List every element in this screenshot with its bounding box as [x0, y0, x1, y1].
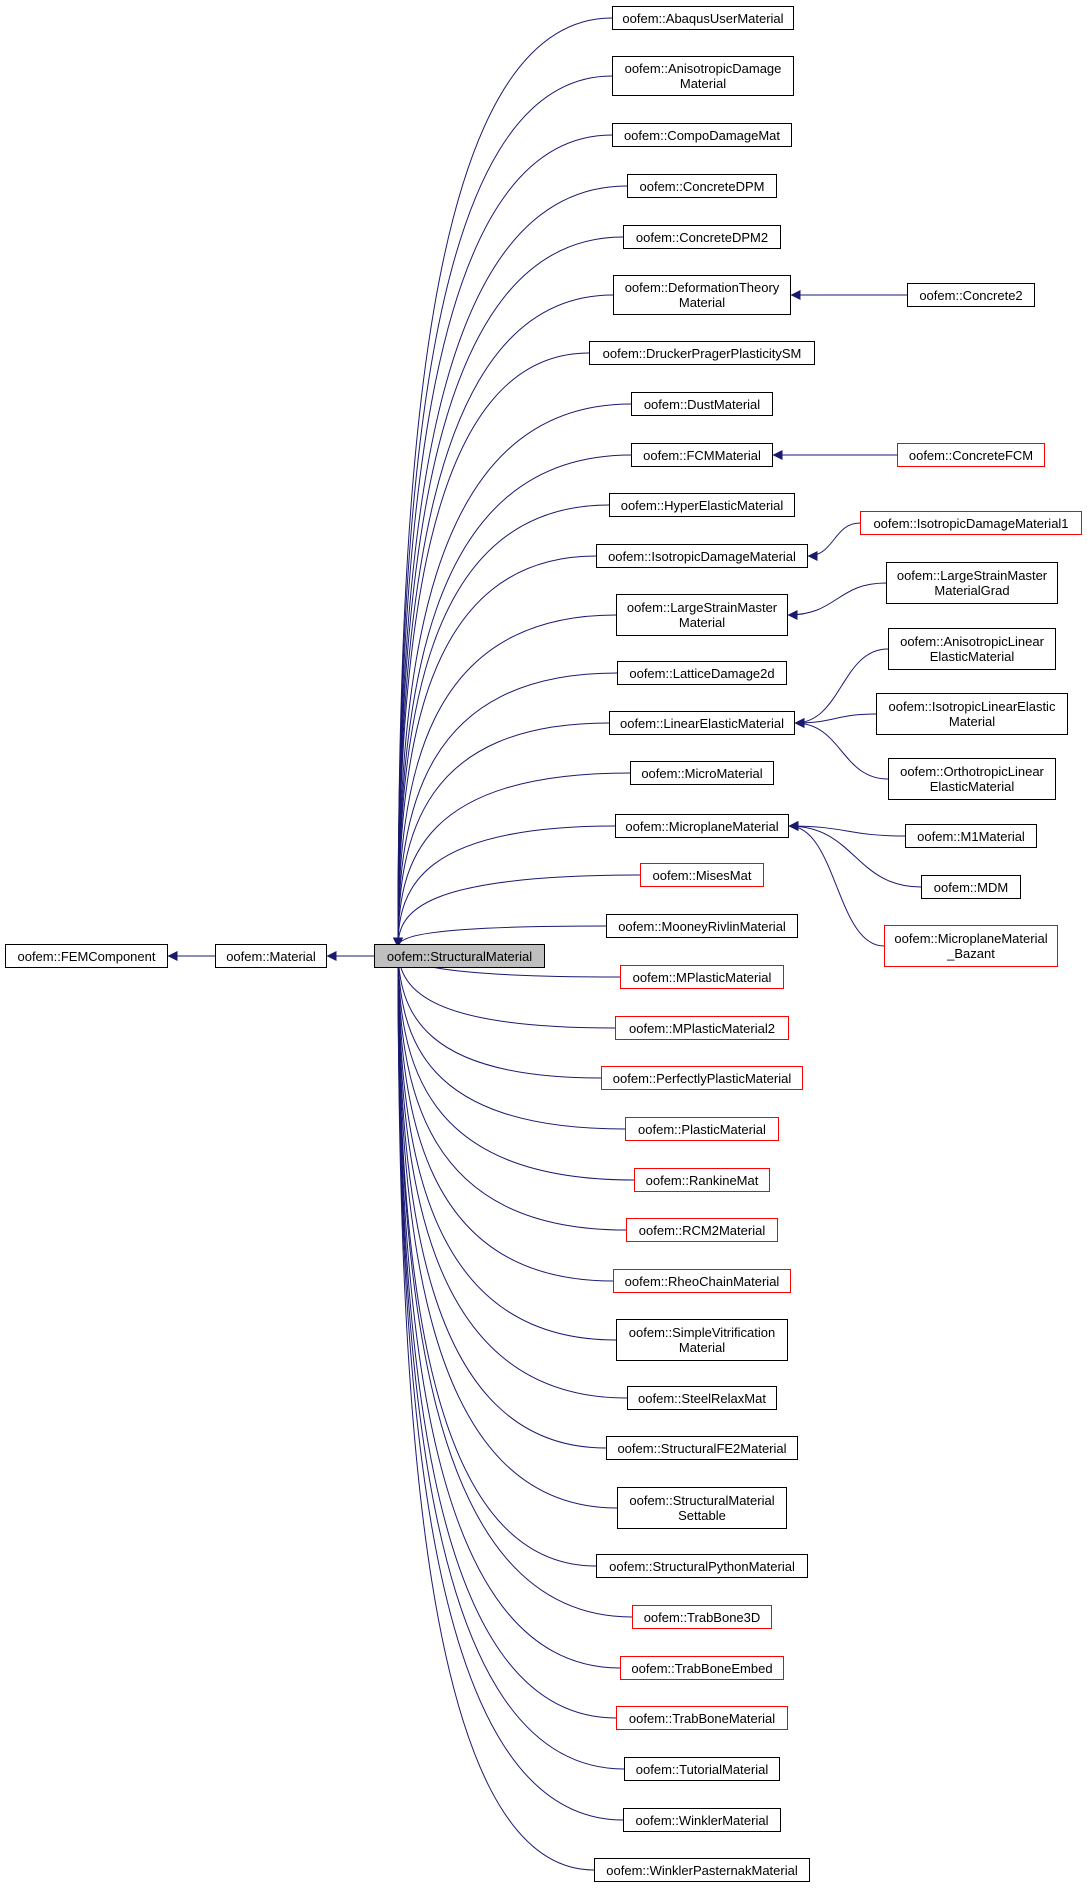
class-lattice-damage2d[interactable]: oofem::LatticeDamage2d [617, 661, 787, 685]
edge-perfectly-to-structural [393, 946, 602, 1079]
class-concrete-fcm[interactable]: oofem::ConcreteFCM [897, 443, 1045, 467]
class-mplastic-material2[interactable]: oofem::MPlasticMaterial2 [615, 1016, 789, 1040]
edge-micro-to-structural [393, 772, 631, 948]
class-tutorial-material[interactable]: oofem::TutorialMaterial [624, 1757, 780, 1781]
edge-trab3d-to-structural [393, 946, 633, 1618]
edge-mdm-to-microplane [788, 821, 922, 888]
class-structural-material-settable[interactable]: oofem::StructuralMaterial Settable [617, 1487, 787, 1529]
class-concrete-dpm2[interactable]: oofem::ConcreteDPM2 [623, 225, 781, 249]
class-rheo-chain-material[interactable]: oofem::RheoChainMaterial [613, 1269, 791, 1293]
edge-trabmat-to-structural [393, 946, 617, 1719]
edge-concretedpm-to-structural [393, 185, 628, 948]
class-winkler-pasternak-material[interactable]: oofem::WinklerPasternakMaterial [594, 1858, 810, 1882]
class-trab-bone-embed[interactable]: oofem::TrabBoneEmbed [620, 1656, 784, 1680]
edge-isolinear-to-linelastic [794, 713, 877, 728]
edge-python-to-structural [393, 946, 597, 1567]
class-deformation-theory-material[interactable]: oofem::DeformationTheory Material [613, 275, 791, 315]
class-anisotropic-linear-elastic-material[interactable]: oofem::AnisotropicLinear ElasticMaterial [888, 628, 1056, 670]
class-m1-material[interactable]: oofem::M1Material [905, 824, 1037, 848]
class-orthotropic-linear-elastic-material[interactable]: oofem::OrthotropicLinear ElasticMaterial [888, 758, 1056, 800]
class-isotropic-damage-material[interactable]: oofem::IsotropicDamageMaterial [596, 544, 808, 568]
class-perfectly-plastic-material[interactable]: oofem::PerfectlyPlasticMaterial [601, 1066, 803, 1090]
class-mooney-rivlin-material[interactable]: oofem::MooneyRivlinMaterial [606, 914, 798, 938]
edge-trabembed-to-structural [393, 946, 621, 1669]
edge-fcm-to-structural [393, 454, 632, 948]
class-concrete2[interactable]: oofem::Concrete2 [907, 283, 1035, 307]
edge-compodamage-to-structural [393, 134, 613, 948]
edge-mooney-to-structural [393, 925, 607, 948]
edge-m1-to-microplane [788, 821, 906, 837]
class-dust-material[interactable]: oofem::DustMaterial [631, 392, 773, 416]
class-concrete-dpm[interactable]: oofem::ConcreteDPM [627, 174, 777, 198]
class-anisotropic-damage-material[interactable]: oofem::AnisotropicDamage Material [612, 56, 794, 96]
edge-plastic-to-structural [393, 946, 626, 1130]
class-abaqus-user-material[interactable]: oofem::AbaqusUserMaterial [612, 6, 794, 30]
edge-winklerpast-to-structural [393, 946, 595, 1871]
class-micro-material[interactable]: oofem::MicroMaterial [630, 761, 774, 785]
edge-isodamage-to-structural [393, 555, 597, 948]
class-winkler-material[interactable]: oofem::WinklerMaterial [623, 1808, 781, 1832]
edge-hyper-to-structural [393, 504, 610, 948]
class-femcomponent[interactable]: oofem::FEMComponent [5, 944, 168, 968]
class-isotropic-linear-elastic-material[interactable]: oofem::IsotropicLinearElastic Material [876, 693, 1068, 735]
edge-dust-to-structural [393, 403, 632, 948]
class-linear-elastic-material[interactable]: oofem::LinearElasticMaterial [609, 711, 795, 735]
class-simple-vitrification-material[interactable]: oofem::SimpleVitrification Material [616, 1319, 788, 1361]
class-drucker-prager-plasticity-sm[interactable]: oofem::DruckerPragerPlasticitySM [589, 341, 815, 365]
class-isotropic-damage-material1[interactable]: oofem::IsotropicDamageMaterial1 [860, 511, 1082, 535]
edge-anisodamage-to-structural [393, 75, 613, 948]
class-mises-mat[interactable]: oofem::MisesMat [640, 863, 764, 887]
edge-ortholinear-to-linelastic [794, 718, 889, 780]
class-rcm2-material[interactable]: oofem::RCM2Material [626, 1218, 778, 1242]
class-mdm[interactable]: oofem::MDM [921, 875, 1021, 899]
edge-microplane-to-structural [393, 825, 616, 948]
class-hyper-elastic-material[interactable]: oofem::HyperElasticMaterial [609, 493, 795, 517]
edge-bazant-to-microplane [788, 821, 885, 947]
class-steel-relax-mat[interactable]: oofem::SteelRelaxMat [627, 1386, 777, 1410]
class-structural-python-material[interactable]: oofem::StructuralPythonMaterial [596, 1554, 808, 1578]
edge-drucker-to-structural [393, 352, 590, 948]
class-mplastic-material[interactable]: oofem::MPlasticMaterial [620, 965, 784, 989]
class-material[interactable]: oofem::Material [215, 944, 327, 968]
class-microplane-material-bazant[interactable]: oofem::MicroplaneMaterial _Bazant [884, 925, 1058, 967]
edge-rheo-to-structural [393, 946, 614, 1282]
class-large-strain-master-material-grad[interactable]: oofem::LargeStrainMaster MaterialGrad [886, 562, 1058, 604]
class-structural-fe2-material[interactable]: oofem::StructuralFE2Material [606, 1436, 798, 1460]
edge-largestrain-to-structural [393, 614, 617, 948]
edge-anisolinear-to-linelastic [794, 648, 889, 728]
edge-lattice-to-structural [393, 672, 618, 948]
edge-mises-to-structural [393, 874, 641, 948]
class-fcm-material[interactable]: oofem::FCMMaterial [631, 443, 773, 467]
edge-rcm2-to-structural [393, 946, 627, 1231]
edge-fe2-to-structural [393, 946, 607, 1449]
edge-deformation-to-structural [393, 294, 614, 948]
class-trab-bone-material[interactable]: oofem::TrabBoneMaterial [616, 1706, 788, 1730]
edge-isodamage1-to-isodamage [807, 522, 861, 561]
edge-largestraingrad-to-largestrain [787, 582, 887, 620]
class-rankine-mat[interactable]: oofem::RankineMat [634, 1168, 770, 1192]
edge-rankine-to-structural [393, 946, 635, 1181]
class-plastic-material[interactable]: oofem::PlasticMaterial [625, 1117, 779, 1141]
class-structural-material[interactable]: oofem::StructuralMaterial [374, 944, 545, 968]
class-microplane-material[interactable]: oofem::MicroplaneMaterial [615, 814, 789, 838]
edge-linelastic-to-structural [393, 722, 610, 948]
class-compo-damage-mat[interactable]: oofem::CompoDamageMat [612, 123, 792, 147]
class-trab-bone3d[interactable]: oofem::TrabBone3D [632, 1605, 772, 1629]
class-large-strain-master-material[interactable]: oofem::LargeStrainMaster Material [616, 594, 788, 636]
